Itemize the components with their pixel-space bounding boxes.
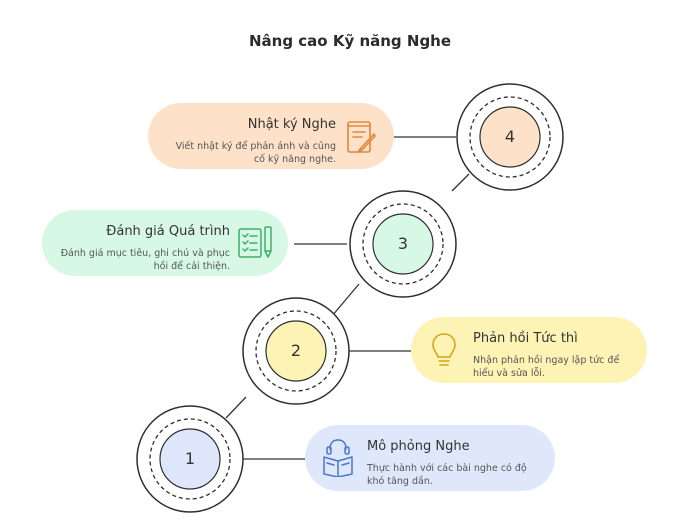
connector-1-2 xyxy=(225,396,247,419)
lightbulb-icon xyxy=(432,333,456,366)
step-3-number: 3 xyxy=(397,234,409,253)
step-3-card: Đánh giá Quá trình Đánh giá mục tiêu, gh… xyxy=(42,210,288,276)
connectors xyxy=(225,136,470,460)
step-1-heading: Mô phỏng Nghe xyxy=(367,439,470,454)
connector-2-3 xyxy=(331,283,360,317)
step-1-description: Thực hành với các bài nghe có độ khó tăn… xyxy=(367,463,527,487)
step-2-card: Phản hồi Tức thì Nhận phản hồi ngay lập … xyxy=(411,317,647,383)
step-2-number: 2 xyxy=(290,341,302,360)
diagram-title: Nâng cao Kỹ năng Nghe xyxy=(248,32,452,50)
step-4-number: 4 xyxy=(504,127,516,146)
step-3-heading: Đánh giá Quá trình xyxy=(106,224,230,239)
step-1-card: Mô phỏng Nghe Thực hành với các bài nghe… xyxy=(305,425,555,491)
step-1-circle xyxy=(136,405,244,513)
connector-3-4 xyxy=(451,173,470,192)
step-4-card: Nhật ký Nghe Viết nhật ký để phản ánh và… xyxy=(148,103,394,169)
step-3-description: Đánh giá mục tiêu, ghi chú và phục hồi đ… xyxy=(60,248,230,272)
step-4-circle xyxy=(456,83,564,191)
step-2-description: Nhận phản hồi ngay lập tức để hiểu và sử… xyxy=(473,355,620,379)
listening-book-icon xyxy=(323,439,353,477)
step-1-number: 1 xyxy=(184,449,196,468)
step-4-heading: Nhật ký Nghe xyxy=(247,117,336,132)
step-2-heading: Phản hồi Tức thì xyxy=(473,331,578,346)
step-4-description: Viết nhật ký để phản ánh và củng cố kỹ n… xyxy=(175,141,336,165)
step-2-circle xyxy=(242,297,350,405)
notebook-pen-icon xyxy=(347,121,376,153)
checklist-pen-icon xyxy=(238,226,272,258)
step-3-circle xyxy=(349,190,457,298)
